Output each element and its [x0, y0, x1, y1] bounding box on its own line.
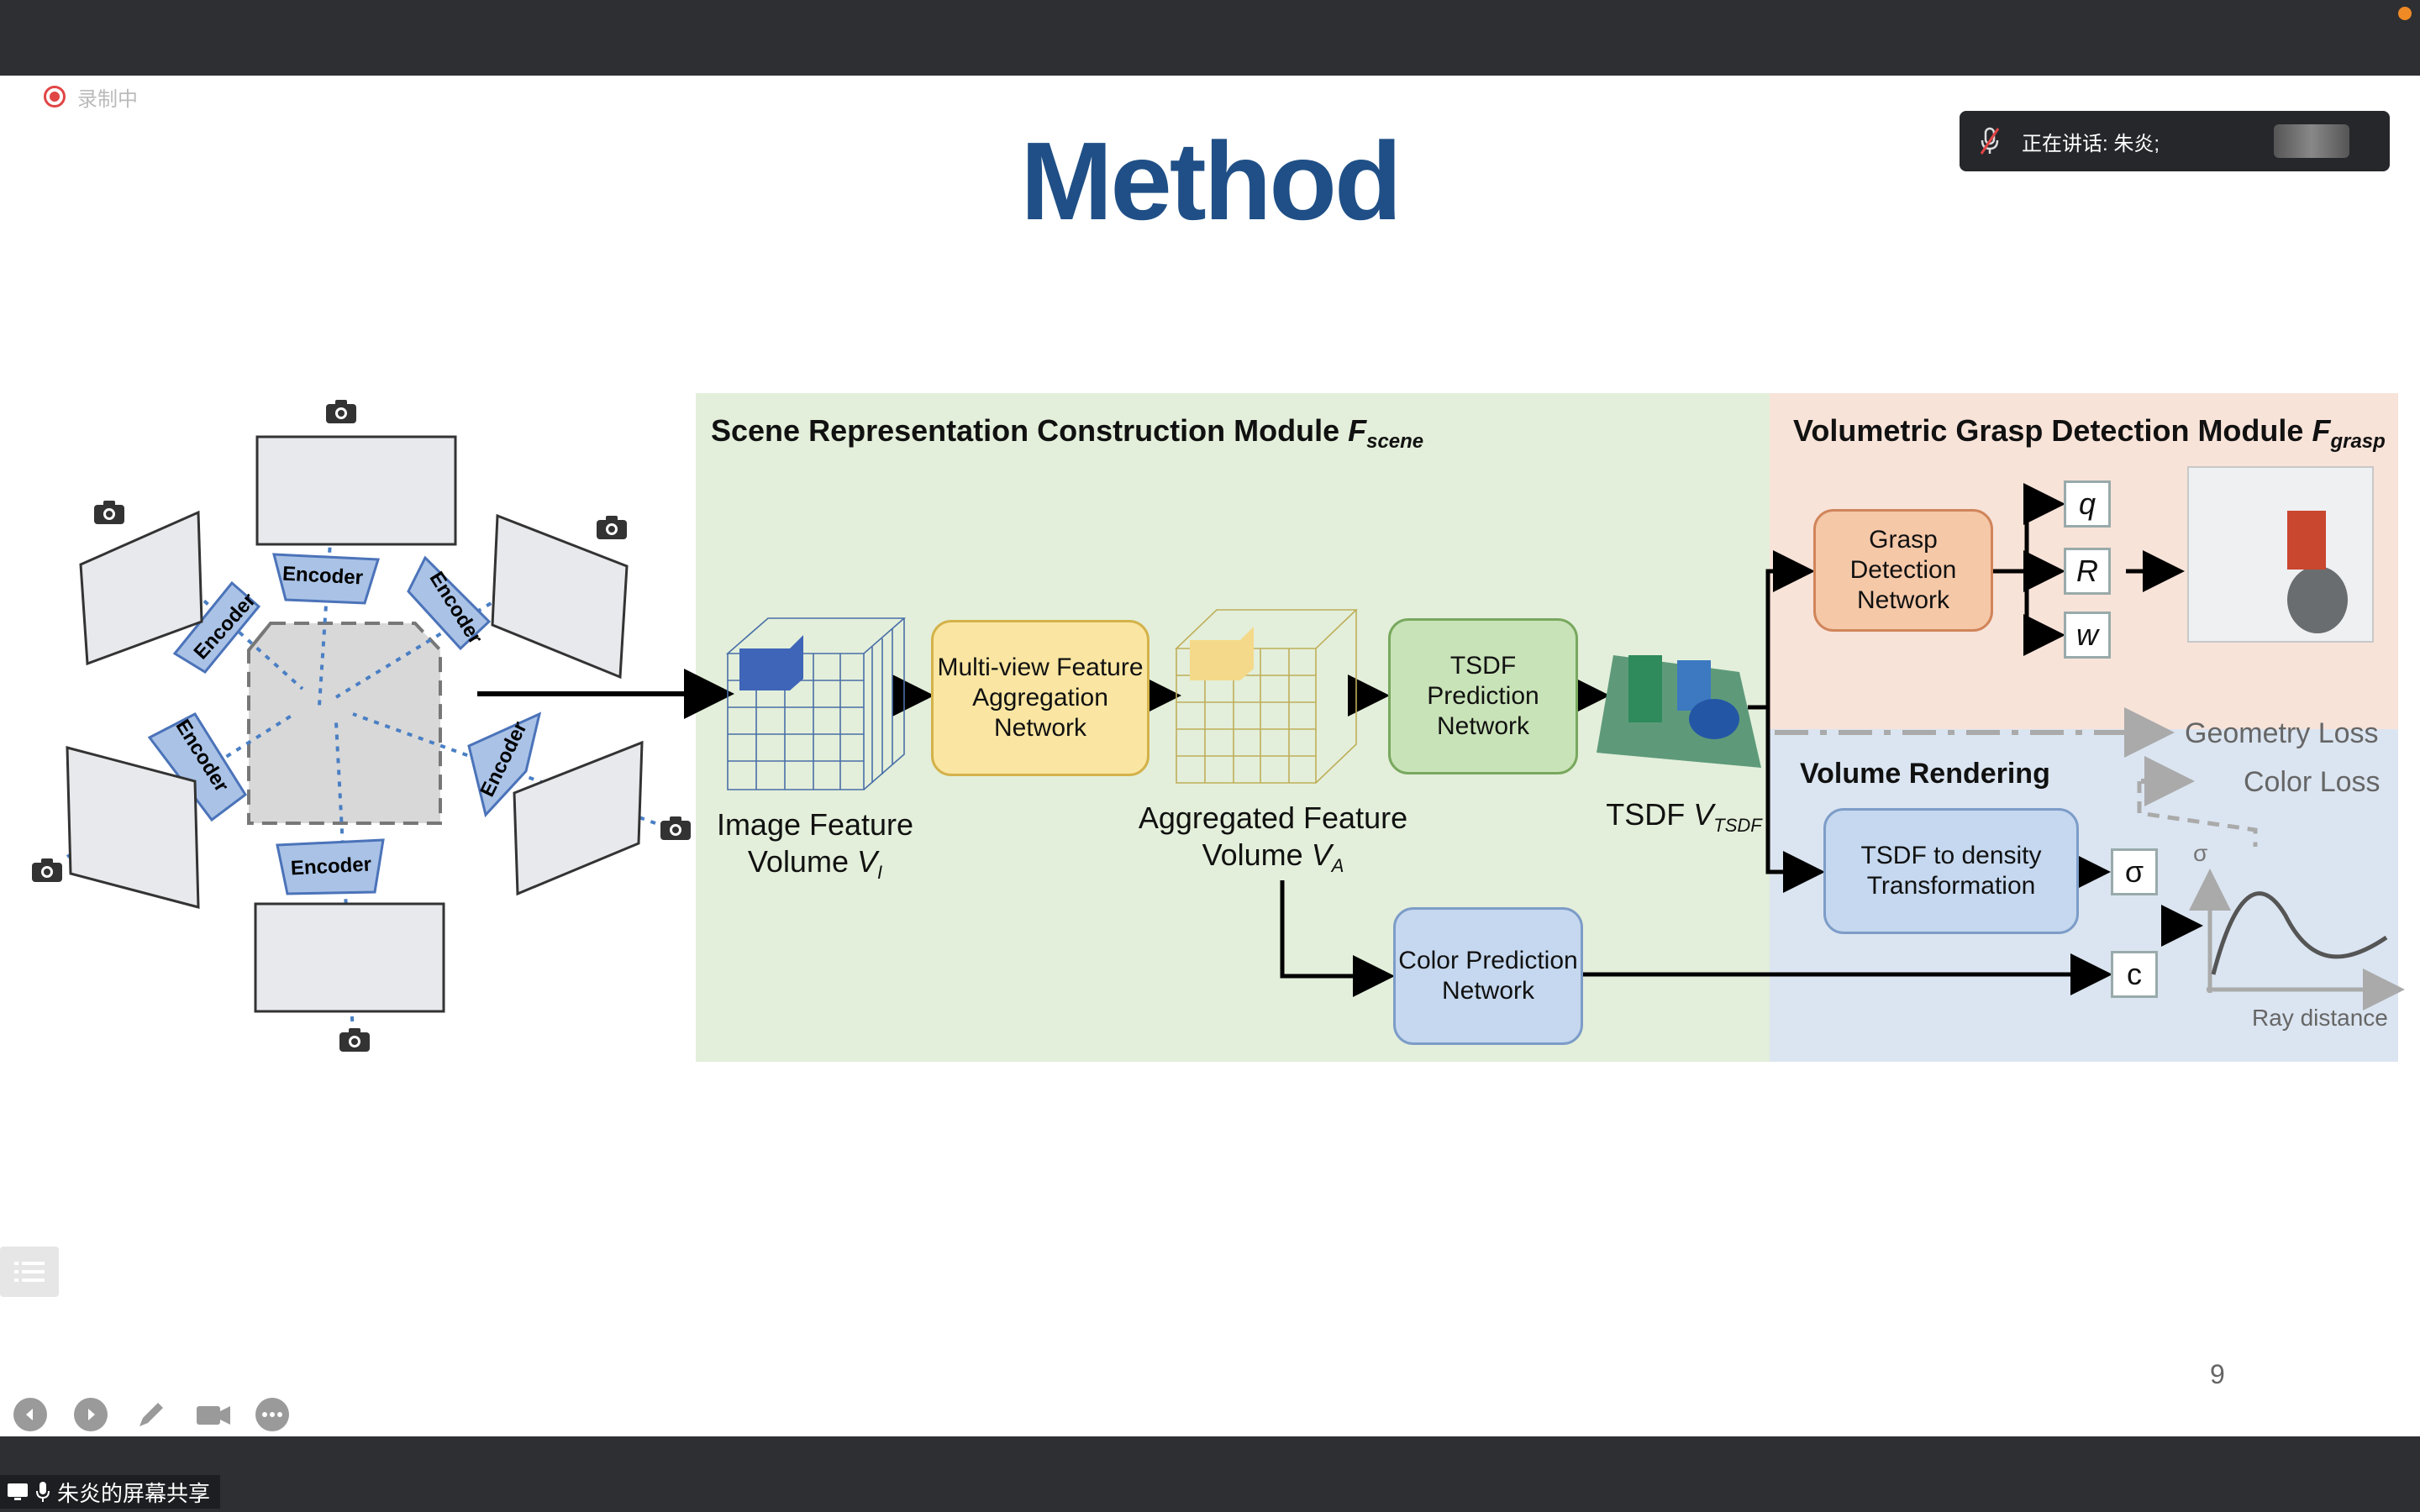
color-prediction-box: Color Prediction Network [1393, 907, 1583, 1045]
camera-icon [595, 514, 629, 545]
list-icon [14, 1262, 45, 1282]
status-dot [2398, 7, 2412, 20]
arrow-right-icon [88, 1409, 95, 1420]
screen-share-tag[interactable]: 朱炎的屏幕共享 [0, 1475, 221, 1509]
video-camera-icon [197, 1406, 230, 1425]
grasp-detection-box: Grasp Detection Network [1813, 509, 1993, 632]
camera-button[interactable] [195, 1399, 232, 1430]
aggregated-feature-volume-label: Aggregated Feature Volume VA [1138, 801, 1408, 877]
sigma-output: σ [2111, 848, 2158, 895]
record-icon [44, 86, 66, 108]
camera-icon [92, 499, 126, 530]
slide-number: 9 [2210, 1359, 2225, 1389]
pen-icon [139, 1403, 163, 1426]
camera-icon [338, 1026, 371, 1058]
recording-indicator: 录制中 [44, 84, 138, 111]
multiview-aggregation-box: Multi-view Feature Aggregation Network [931, 620, 1150, 776]
slide-title: Method [1020, 119, 1402, 243]
encoder-label-top: Encoder [281, 562, 364, 590]
tsdf-density-box: TSDF to density Transformation [1823, 808, 2079, 934]
speaking-label: 正在讲话: 朱炎; [2022, 132, 2160, 155]
grasp-module-title: Volumetric Grasp Detection Module Fgrasp [1793, 413, 2386, 454]
recording-label: 录制中 [77, 87, 138, 111]
output-r: R [2064, 548, 2111, 595]
geometry-loss-label: Geometry Loss [2185, 717, 2379, 749]
arrow-left-icon [26, 1409, 33, 1420]
slide-menu-button[interactable] [0, 1247, 59, 1297]
scene-module-panel [696, 393, 1770, 1062]
more-icon [262, 1412, 282, 1417]
screen-share-icon [8, 1483, 28, 1500]
camera-icon [30, 857, 64, 888]
scene-cube [247, 622, 442, 825]
camera-icon [659, 815, 692, 846]
screen-share-label: 朱炎的屏幕共享 [57, 1480, 211, 1506]
plot-ylabel: σ [2193, 840, 2208, 866]
pen-tool-button[interactable] [134, 1398, 168, 1431]
speaking-indicator: 正在讲话: 朱炎; [1960, 111, 2390, 171]
mic-muted-icon [1980, 127, 2000, 155]
scene-module-title: Scene Representation Construction Module… [711, 413, 1424, 454]
next-slide-button[interactable] [74, 1398, 108, 1431]
encoder-label-bottom: Encoder [290, 853, 372, 880]
tsdf-prediction-box: TSDF Prediction Network [1388, 618, 1578, 774]
top-bar [0, 0, 2420, 76]
previous-slide-button[interactable] [13, 1398, 47, 1431]
volume-rendering-title: Volume Rendering [1800, 758, 2050, 790]
tsdf-volume-label: TSDF VTSDF [1606, 797, 1762, 837]
camera-icon [324, 398, 358, 429]
image-feature-volume-label: Image Feature Volume VI [716, 807, 914, 884]
color-output: c [2111, 951, 2158, 998]
output-q: q [2064, 480, 2111, 528]
output-w: w [2064, 612, 2111, 659]
color-loss-label: Color Loss [2244, 766, 2381, 798]
more-options-button[interactable] [255, 1398, 289, 1431]
plot-xlabel: Ray distance [2252, 1005, 2388, 1031]
mic-icon [36, 1482, 50, 1502]
bottom-bar [0, 1436, 2420, 1512]
speaker-avatar [2274, 124, 2350, 158]
